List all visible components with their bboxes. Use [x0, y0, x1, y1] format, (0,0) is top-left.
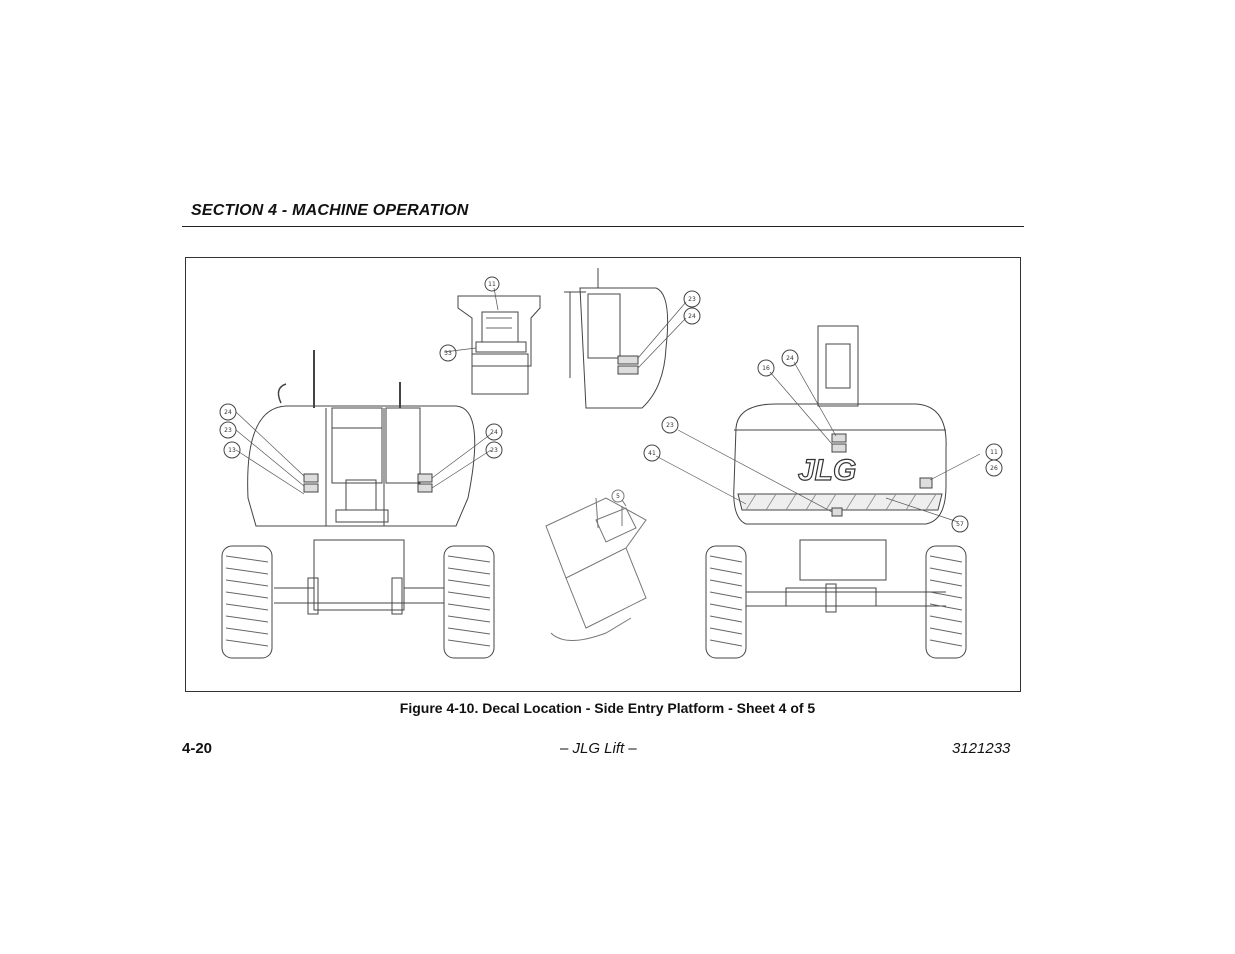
- left-machine-view: [219, 350, 503, 659]
- callout-label: 16: [762, 365, 770, 372]
- document-number: 3121233: [952, 740, 1011, 757]
- callout-label: 13: [228, 447, 236, 454]
- page-number: 4-20: [182, 740, 213, 757]
- callout-label: 23: [688, 296, 696, 303]
- callout-label: 33: [444, 350, 452, 357]
- console-detail-view: [439, 276, 541, 395]
- callout-label: 23: [224, 427, 232, 434]
- footer-title: – JLG Lift –: [560, 740, 637, 757]
- right-machine-view: [643, 325, 1003, 659]
- callout-label: 5: [616, 493, 620, 500]
- figure-caption: Figure 4-10. Decal Location - Side Entry…: [0, 700, 1235, 716]
- callout-label: 23: [666, 422, 674, 429]
- callout-label: 24: [490, 429, 498, 436]
- callout-label: 11: [990, 449, 998, 456]
- header-rule: [182, 226, 1024, 227]
- decal-location-drawing: JLG 24 23 13 24 23 11 33 23 24 24 16 23 …: [219, 268, 1003, 659]
- callout-label: 26: [990, 465, 998, 472]
- jlg-logo: JLG: [798, 454, 856, 487]
- callout-label: 23: [490, 447, 498, 454]
- side-view: [564, 268, 701, 409]
- callout-label: 57: [956, 521, 964, 528]
- callout-label: 11: [488, 281, 496, 288]
- callout-label: 41: [648, 450, 656, 457]
- figure-frame: JLG 24 23 13 24 23 11 33 23 24 24 16 23 …: [185, 257, 1021, 692]
- isometric-detail-view: [545, 489, 647, 641]
- callout-label: 24: [786, 355, 794, 362]
- figure-caption-text: Figure 4-10. Decal Location - Side Entry…: [399, 700, 816, 716]
- section-title: SECTION 4 - MACHINE OPERATION: [191, 202, 469, 219]
- callout-label: 24: [688, 313, 696, 320]
- callout-label: 24: [224, 409, 232, 416]
